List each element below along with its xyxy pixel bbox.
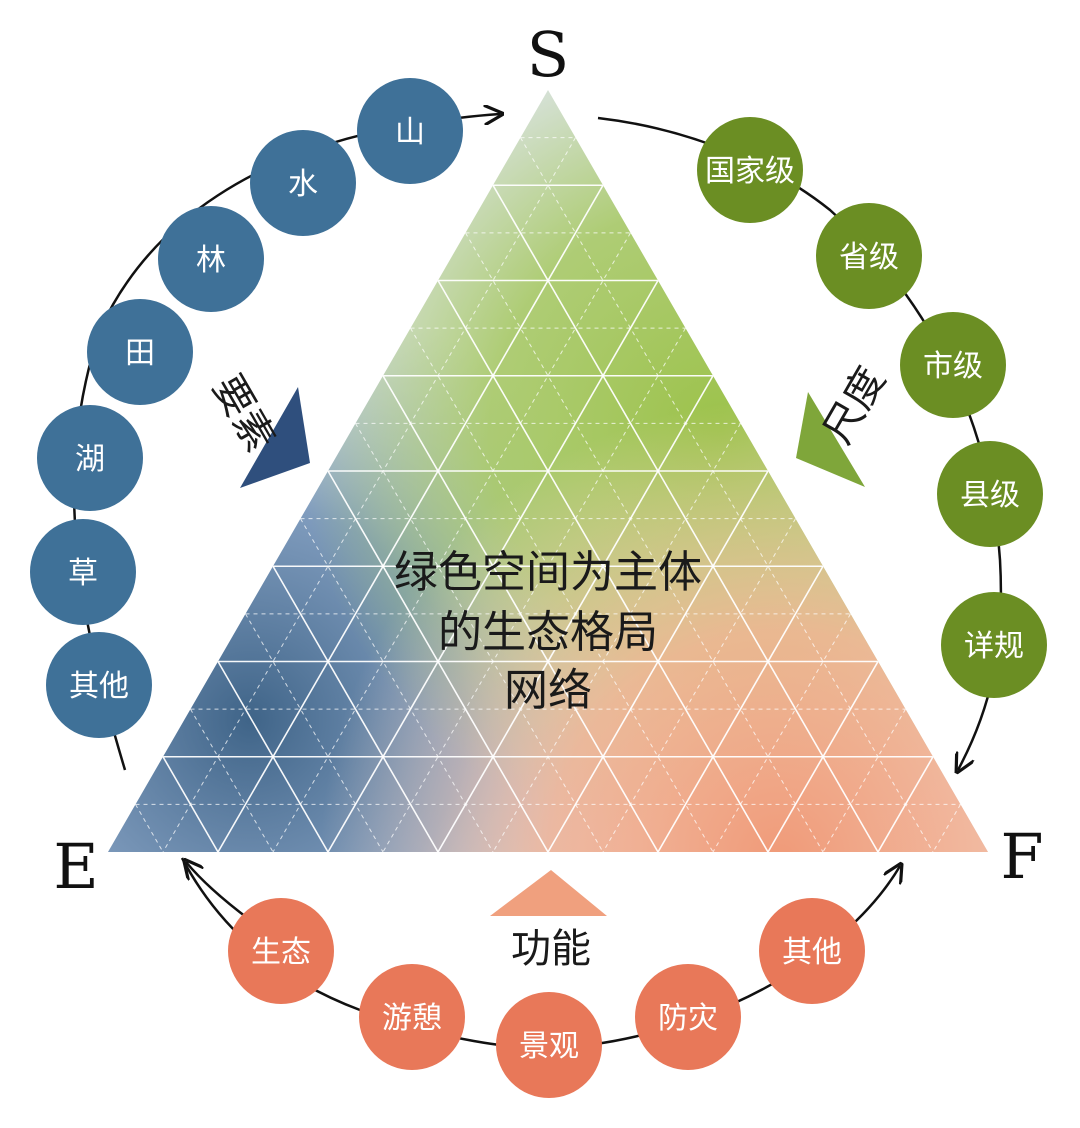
function-pointer	[490, 870, 607, 916]
grid-line	[355, 423, 604, 852]
scale-circle-label: 市级	[923, 349, 983, 384]
element-circle-other: 其他	[46, 632, 152, 738]
function-circle-label: 游憩	[382, 1001, 442, 1036]
scale-circle-provincial: 省级	[816, 203, 922, 309]
element-circle-label: 草	[68, 556, 98, 591]
vertex-top-label: S	[527, 18, 569, 91]
function-circle-recreation: 游憩	[359, 964, 465, 1070]
function-label: 功能	[511, 926, 591, 972]
element-circle-label: 田	[125, 336, 155, 371]
element-circle-label: 水	[288, 167, 318, 202]
element-circles: 山 水 林 田 湖 草 其他	[30, 78, 463, 738]
grid-line	[162, 137, 576, 852]
function-circle-ecology: 生态	[228, 898, 334, 1004]
grid-line	[190, 708, 274, 852]
scale-pointer	[796, 392, 865, 487]
grid-line	[410, 327, 714, 852]
function-circle-label: 防灾	[658, 1001, 718, 1036]
function-circle-other: 其他	[759, 898, 865, 1004]
element-circle-label: 山	[395, 115, 425, 150]
element-circle-forest: 林	[158, 206, 264, 312]
grid-line	[217, 184, 604, 852]
function-circle-label: 景观	[519, 1029, 579, 1064]
function-circle-label: 其他	[782, 935, 842, 970]
center-title-line-1: 绿色空间为主体	[394, 547, 702, 598]
grid-line	[245, 613, 384, 852]
grid-line	[300, 518, 494, 852]
element-circle-water: 水	[250, 130, 356, 236]
center-title-line-3: 网络	[504, 665, 592, 716]
scale-circle-city: 市级	[900, 312, 1006, 418]
grid-line	[492, 423, 741, 852]
element-circle-mountain: 山	[357, 78, 463, 184]
scale-circle-county: 县级	[937, 441, 1043, 547]
grid-line	[712, 613, 851, 852]
element-circle-lake: 湖	[37, 405, 143, 511]
function-circle-disaster: 防灾	[635, 964, 741, 1070]
grid-line	[822, 708, 906, 852]
scale-circle-detailed: 详规	[941, 592, 1047, 698]
grid-line	[272, 232, 631, 852]
scale-circle-national: 国家级	[697, 117, 803, 223]
scale-circle-label: 县级	[960, 478, 1020, 513]
function-circle-landscape: 景观	[496, 992, 602, 1098]
element-circle-label: 林	[196, 243, 226, 278]
grid-line	[602, 518, 796, 852]
function-circle-label: 生态	[251, 935, 311, 970]
scale-circle-label: 省级	[839, 240, 899, 275]
scale-circle-label: 详规	[964, 629, 1024, 664]
grid-line	[492, 184, 879, 852]
vertex-right-label: F	[1000, 820, 1043, 893]
grid-line	[382, 327, 686, 852]
vertex-left-label: E	[53, 830, 98, 903]
grid-line	[657, 565, 824, 852]
grid-line	[520, 137, 934, 852]
scale-circle-label: 国家级	[705, 154, 795, 189]
element-circle-label: 湖	[75, 442, 105, 477]
grid-line	[135, 804, 164, 852]
triangle-grid	[135, 137, 961, 852]
function-circles: 生态 游憩 景观 防灾 其他	[228, 898, 865, 1098]
central-triangle	[108, 90, 988, 852]
grid-line	[465, 232, 824, 852]
grid-line	[932, 804, 961, 852]
element-circle-field: 田	[87, 299, 193, 405]
scale-circles: 国家级 省级 市级 县级 详规	[697, 117, 1047, 698]
element-circle-label: 其他	[69, 669, 129, 704]
element-pointer	[240, 387, 310, 488]
center-title-line-2: 的生态格局	[438, 607, 658, 658]
element-circle-grass: 草	[30, 519, 136, 625]
